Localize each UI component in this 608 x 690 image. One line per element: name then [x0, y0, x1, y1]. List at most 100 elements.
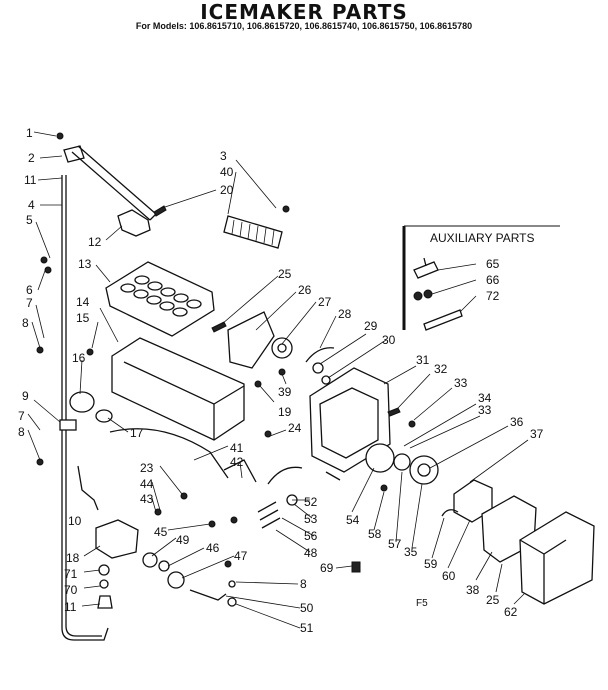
auxiliary-parts-box: AUXILIARY PARTS	[402, 225, 560, 331]
part-33-drawing	[408, 420, 416, 428]
part-8b-drawing	[228, 580, 236, 588]
part-11b-drawing	[97, 595, 113, 609]
cover-62-drawing	[519, 511, 595, 605]
part-49-drawing	[142, 552, 158, 568]
part-50-drawing	[189, 589, 227, 601]
part-label: 8	[300, 577, 307, 591]
part-label: 27	[318, 295, 332, 309]
part-label: 24	[288, 421, 302, 435]
part-29-drawing	[312, 362, 324, 374]
tray-housing-edge-drawing	[123, 361, 245, 440]
model-list: For Models: 106.8615710, 106.8615720, 10…	[135, 21, 473, 31]
bracket-drawing	[117, 209, 151, 237]
part-70-drawing	[99, 579, 109, 589]
part-label: 49	[176, 533, 190, 547]
part-label: 7	[18, 409, 25, 423]
part-label: 3	[220, 149, 227, 163]
part-label: 25	[278, 267, 292, 281]
wire-24-drawing	[267, 466, 303, 485]
part-label: 11	[64, 600, 77, 614]
part-label: 43	[140, 492, 154, 506]
part-label: 20	[220, 183, 234, 197]
part-label: 52	[304, 495, 318, 509]
water-valve-18-drawing	[95, 519, 139, 559]
tray-housing-drawing	[111, 337, 245, 441]
part-label: 7	[26, 296, 33, 310]
part-label: 42	[230, 455, 244, 469]
part-label: 71	[64, 567, 78, 581]
part-51-drawing	[227, 597, 237, 607]
part-label: 59	[424, 557, 438, 571]
part-drawings	[36, 132, 595, 641]
part-label: 41	[230, 441, 244, 455]
part-label: 37	[530, 427, 544, 441]
part-label: 34	[478, 391, 492, 405]
part-label: 60	[442, 569, 456, 583]
cam-54-drawing	[365, 443, 395, 473]
part-label: 5	[26, 213, 33, 227]
leader-lines	[27, 131, 529, 629]
screw-40-drawing	[282, 205, 290, 213]
part-17-drawing	[95, 409, 113, 423]
screw-8a-drawing	[224, 560, 232, 568]
part-label: 65	[486, 257, 500, 271]
part-label: 28	[338, 307, 352, 321]
part-71-drawing	[98, 564, 110, 576]
screw-44-drawing	[154, 508, 162, 516]
part-label: 30	[382, 333, 396, 347]
part-label: 18	[66, 551, 80, 565]
screw-5-drawing	[40, 256, 48, 264]
part-label: 36	[510, 415, 524, 429]
footer-code: F5	[416, 598, 428, 609]
part-label: 44	[140, 477, 154, 491]
part-label: 72	[486, 289, 500, 303]
screw-25-drawing	[211, 321, 227, 333]
part-label: 4	[28, 198, 35, 212]
aux-title: AUXILIARY PARTS	[430, 231, 535, 245]
part-label: 25	[486, 593, 500, 607]
part-label: 9	[22, 389, 29, 403]
part-46-drawing	[158, 560, 170, 572]
wire-41-drawing	[109, 428, 229, 479]
cover-62-edge-drawing	[519, 539, 567, 604]
part-47-drawing	[167, 571, 185, 589]
part-label: 39	[278, 385, 292, 399]
part-label: 8	[18, 425, 25, 439]
fill-tube-drawing	[61, 175, 109, 641]
screw-58-drawing	[380, 484, 388, 492]
part-69-drawing	[351, 561, 361, 573]
page-title: ICEMAKER PARTS	[200, 0, 408, 24]
valve-body-drawing	[69, 391, 95, 413]
part-66-drawing	[413, 291, 423, 301]
part-label: 50	[300, 601, 314, 615]
part-label: 33	[454, 376, 468, 390]
part-59-drawing	[441, 509, 459, 517]
part-label: 15	[76, 311, 90, 325]
part-number-labels: 1 2 11 4 5 6 7 8 9 7 8 10 12 13 14 15 16…	[18, 126, 544, 635]
screw-6-drawing	[44, 266, 52, 274]
wire-42-drawing	[223, 459, 257, 483]
part-label: 70	[64, 583, 78, 597]
part-label: 6	[26, 283, 33, 297]
part-52-drawing	[325, 471, 341, 481]
harness-48-drawing	[257, 501, 281, 529]
part-label: 10	[68, 514, 82, 528]
part-label: 62	[504, 605, 518, 619]
part-label: 2	[28, 151, 35, 165]
screw-24b-drawing	[264, 430, 272, 438]
part-label: 35	[404, 545, 418, 559]
gear-35-drawing	[409, 455, 439, 485]
part-label: 23	[140, 461, 154, 475]
part-label: 32	[434, 362, 448, 376]
part-label: 12	[88, 235, 102, 249]
part-32-drawing	[387, 407, 401, 417]
part-label: 56	[304, 529, 318, 543]
part-label: 1	[26, 126, 33, 140]
shutoff-arm-drawing	[71, 145, 157, 221]
screw-19-drawing	[254, 380, 262, 388]
ice-mold-drawing	[105, 261, 215, 337]
part-label: 51	[300, 621, 314, 635]
motor-housing-drawing	[309, 367, 391, 473]
part-label: 58	[368, 527, 382, 541]
